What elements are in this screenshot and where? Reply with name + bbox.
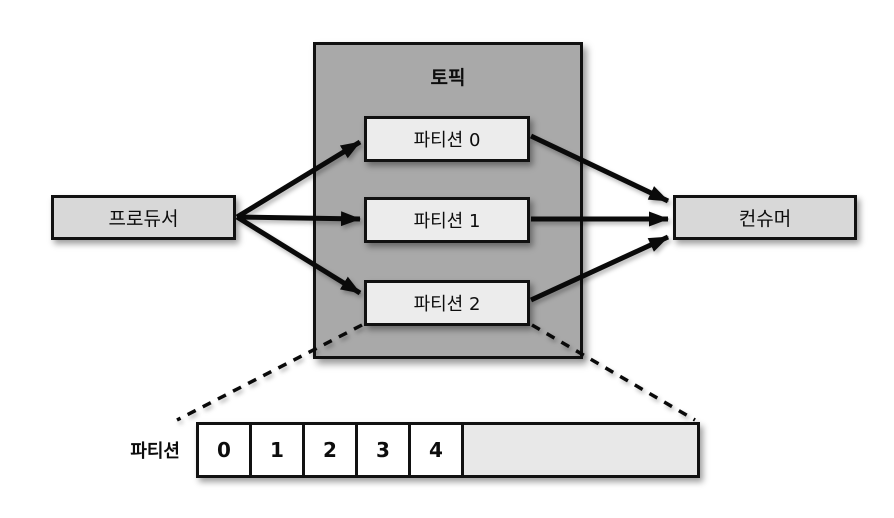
- arrow-producer-to-partition-2: [235, 214, 362, 296]
- partition-2-label: 파티션 2: [413, 294, 481, 315]
- arrow-partition-2-to-consumer: [529, 234, 670, 303]
- arrow-partition-0-to-consumer: [529, 133, 670, 204]
- consumer-node: 컨슈머: [673, 195, 857, 240]
- dashed-zoom-line-left: [176, 323, 363, 422]
- partition-2-node: 파티션 2: [364, 280, 530, 326]
- log-empty-segment: [464, 425, 697, 475]
- log-cell-2: 2: [305, 425, 358, 475]
- log-cell-4: 4: [411, 425, 464, 475]
- log-cell-3: 3: [358, 425, 411, 475]
- partition-1-node: 파티션 1: [364, 197, 530, 243]
- partition-0-node: 파티션 0: [364, 116, 530, 162]
- partition-1-label: 파티션 1: [413, 211, 481, 232]
- arrow-producer-to-partition-0: [235, 139, 362, 220]
- arrow-producer-to-partition-1: [236, 211, 361, 227]
- consumer-label: 컨슈머: [738, 208, 792, 230]
- dashed-zoom-line-right: [531, 323, 696, 422]
- producer-node: 프로듀서: [51, 195, 236, 240]
- producer-label: 프로듀서: [108, 208, 179, 230]
- partition-0-label: 파티션 0: [413, 130, 481, 151]
- partition-detail-label: 파티션: [130, 441, 180, 462]
- topic-title: 토픽: [430, 67, 466, 89]
- partition-log: 0 1 2 3 4: [196, 422, 700, 478]
- log-cell-0: 0: [199, 425, 252, 475]
- log-cell-1: 1: [252, 425, 305, 475]
